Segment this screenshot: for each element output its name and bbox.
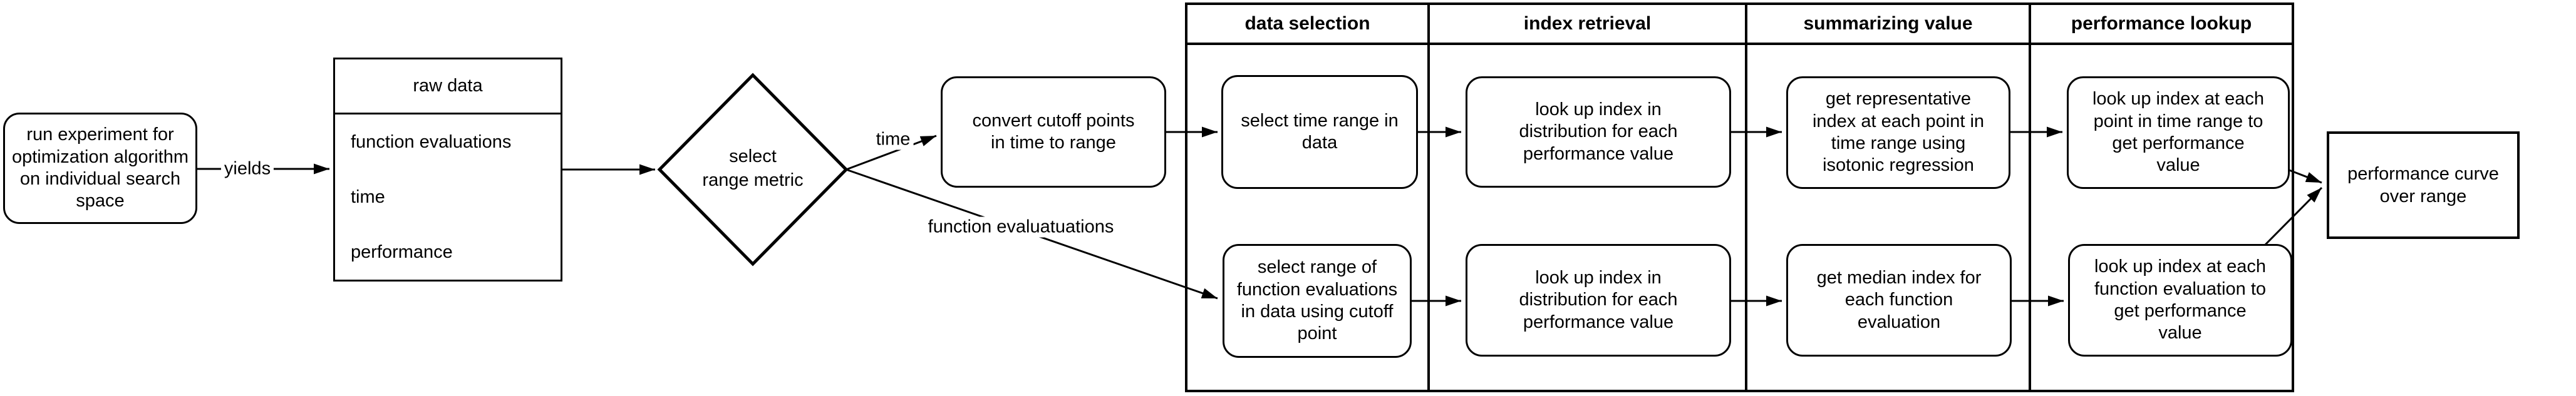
- edge-label-yields: yields: [220, 158, 274, 180]
- raw-data-field-performance: performance: [351, 241, 453, 262]
- pipeline-table: data selection index retrieval summarizi…: [1185, 3, 2294, 392]
- raw-data-fields: function evaluations time performance: [335, 114, 561, 280]
- edge-perffe-curve: [2264, 186, 2323, 246]
- raw-data-field-time: time: [351, 186, 385, 207]
- column-data-selection: data selection: [1187, 5, 1430, 390]
- column-header-summarizing-value: summarizing value: [1747, 5, 2029, 45]
- column-performance-lookup: performance lookup: [2031, 5, 2292, 390]
- column-header-data-selection: data selection: [1187, 5, 1427, 45]
- column-header-performance-lookup: performance lookup: [2031, 5, 2292, 45]
- edge-label-function-evaluations: function evaluatuations: [924, 216, 1117, 238]
- column-header-index-retrieval: index retrieval: [1430, 5, 1745, 45]
- column-summarizing-value: summarizing value: [1747, 5, 2031, 390]
- raw-data-title: raw data: [335, 59, 561, 114]
- raw-data-field-function-evaluations: function evaluations: [351, 131, 512, 152]
- edge-perftime-curve: [2285, 168, 2322, 184]
- edge-label-time: time: [872, 129, 914, 150]
- decision-diamond-shape: [657, 73, 849, 267]
- column-index-retrieval: index retrieval: [1430, 5, 1747, 390]
- edge-decision-convert: [846, 135, 937, 171]
- raw-data-entity: raw data function evaluations time perfo…: [333, 58, 562, 282]
